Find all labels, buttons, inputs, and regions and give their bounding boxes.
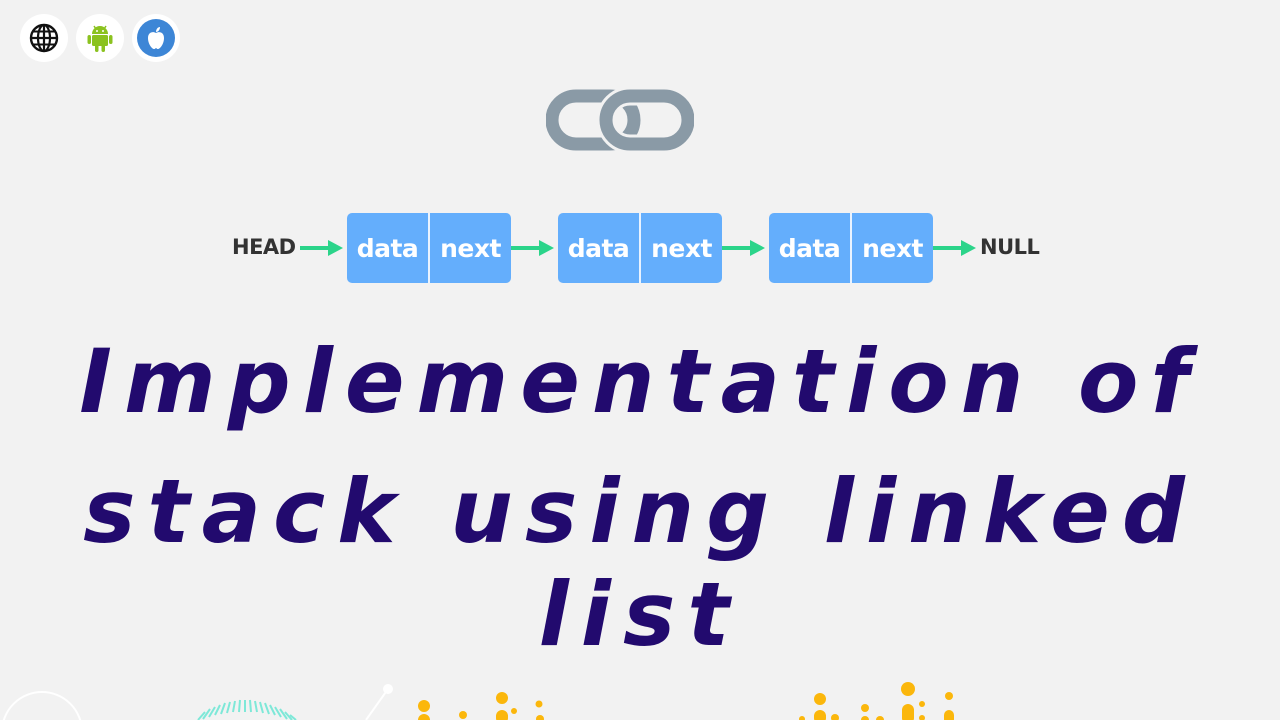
pin-dot-decoration (383, 684, 393, 694)
android-badge (76, 14, 124, 62)
outline-circle-decoration (2, 691, 82, 720)
apple-icon (148, 27, 164, 49)
dot-cluster-decoration (418, 682, 954, 720)
platform-badges (20, 14, 180, 62)
node-next-cell: next (862, 233, 923, 263)
arrow-icon (722, 240, 765, 256)
globe-icon (29, 23, 59, 53)
node-next-cell: next (651, 233, 712, 263)
chain-link-icon (546, 88, 694, 152)
pin-line-decoration (365, 688, 389, 720)
node-data-cell: data (558, 213, 641, 283)
bottom-decorations (2, 682, 954, 720)
arrow-icon (300, 240, 343, 256)
node-data-cell: data (347, 213, 430, 283)
node-next-cell: next (440, 233, 501, 263)
null-label: NULL (980, 235, 1040, 259)
arrow-icon (933, 240, 976, 256)
android-icon (87, 25, 113, 52)
ios-badge (132, 14, 180, 62)
list-node: data next (347, 213, 511, 283)
tick-ring-decoration (197, 699, 297, 720)
title-line-2: stack using linked list (83, 460, 1197, 666)
list-node: data next (558, 213, 722, 283)
linked-list-diagram: HEAD data next data next data next NULL (0, 213, 1280, 283)
title-line-1: Implementation of (79, 330, 1201, 433)
head-label: HEAD (232, 235, 296, 259)
web-badge (20, 14, 68, 62)
arrow-icon (511, 240, 554, 256)
node-data-cell: data (769, 213, 852, 283)
list-node: data next (769, 213, 933, 283)
